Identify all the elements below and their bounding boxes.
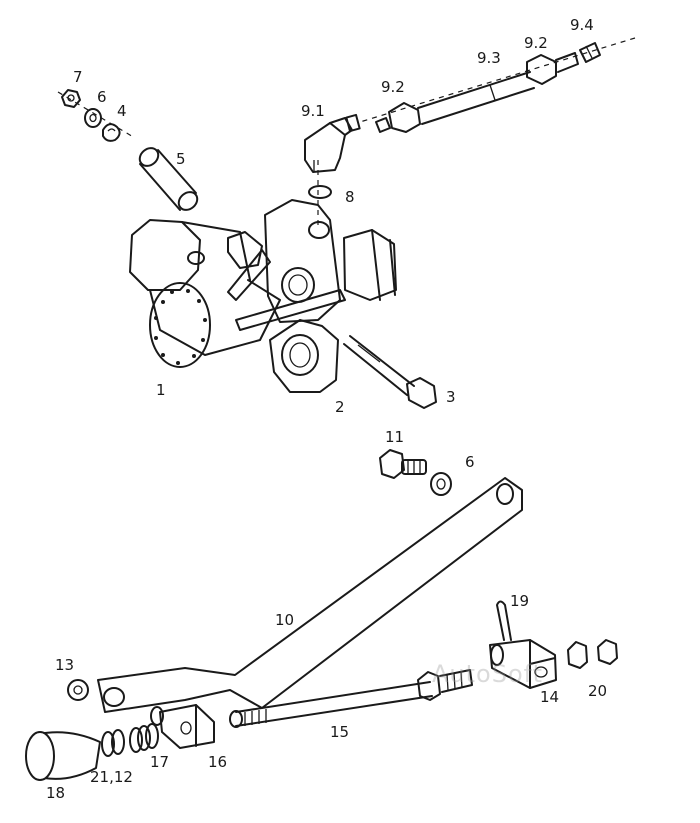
nuts-part-20 (567, 639, 618, 669)
pipe-assembly-part-9 (375, 42, 601, 133)
label-part-7: 7 (73, 68, 83, 86)
label-part-14: 14 (540, 688, 560, 706)
label-part-16: 16 (208, 753, 228, 771)
label-part-5: 5 (176, 150, 186, 168)
pin-part-19 (496, 600, 512, 641)
valve-body-part-1 (129, 219, 281, 368)
sleeve-part-5 (138, 147, 199, 211)
label-part-21-12: 21,12 (90, 768, 133, 786)
knob-part-18 (25, 731, 101, 781)
label-part-9-1: 9.1 (301, 102, 325, 120)
label-part-8: 8 (345, 188, 355, 206)
washer-part-8 (308, 185, 332, 199)
label-part-1: 1 (156, 381, 166, 399)
label-part-3: 3 (446, 388, 456, 406)
label-part-2: 2 (335, 398, 345, 416)
label-part-10: 10 (275, 611, 295, 629)
bolt-part-11 (379, 449, 427, 479)
washer-part-13 (67, 679, 89, 701)
label-part-11: 11 (385, 428, 405, 446)
washer-part-6-bottom (430, 472, 452, 496)
label-part-9-2-left: 9.2 (381, 78, 405, 96)
lever-part-10 (97, 477, 523, 713)
washers-part-21-12 (101, 729, 125, 757)
bolt-part-3 (343, 335, 437, 409)
washer-part-6-top (84, 108, 102, 128)
label-part-19: 19 (510, 592, 530, 610)
clevis-part-14 (489, 639, 557, 689)
valve-body-part-2 (227, 199, 397, 393)
watermark-text: AutoSoft (432, 660, 544, 688)
label-part-6-bottom: 6 (465, 453, 475, 471)
label-part-15: 15 (330, 723, 350, 741)
label-part-6-top: 6 (97, 88, 107, 106)
rod-part-15 (229, 669, 473, 728)
label-part-9-4: 9.4 (570, 16, 594, 34)
clip-part-4 (102, 123, 121, 142)
label-part-4: 4 (117, 102, 127, 120)
label-part-13: 13 (55, 656, 75, 674)
elbow-fitting-part-9-1 (304, 113, 361, 173)
nut-part-7 (61, 89, 81, 108)
spring-part-17 (129, 723, 159, 753)
label-part-9-3: 9.3 (477, 49, 501, 67)
label-part-9-2-right: 9.2 (524, 34, 548, 52)
label-part-20: 20 (588, 682, 608, 700)
label-part-17: 17 (150, 753, 170, 771)
label-part-18: 18 (46, 784, 66, 802)
clevis-part-16 (150, 704, 215, 749)
